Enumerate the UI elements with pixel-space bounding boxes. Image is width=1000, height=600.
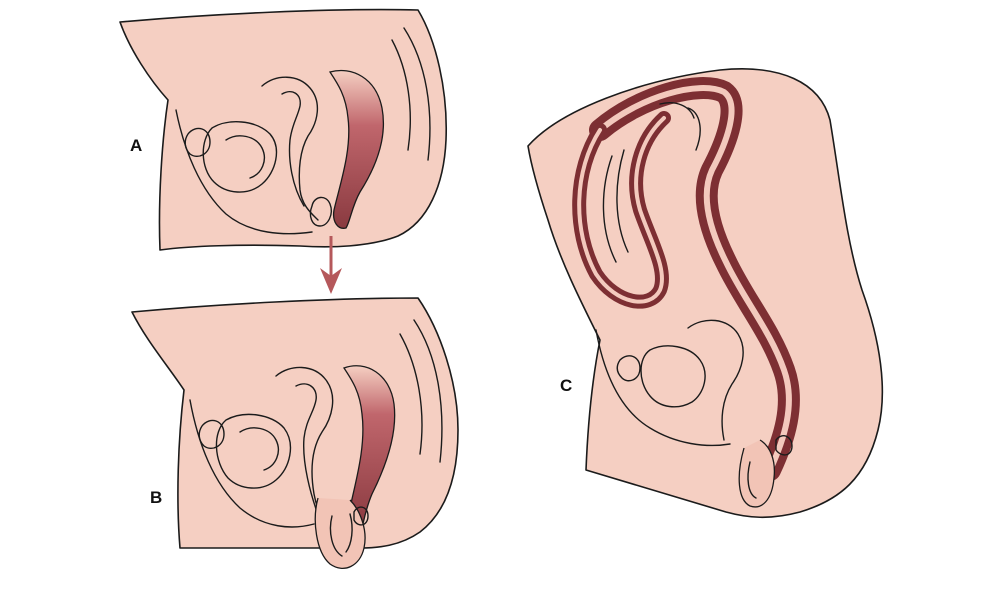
panel-c-perineum xyxy=(775,435,793,456)
panel-c-label: C xyxy=(560,376,573,395)
panel-a-illustration xyxy=(119,8,448,251)
panel-b-perineum xyxy=(353,506,369,526)
panel-a-uterus-inner xyxy=(281,90,305,207)
panel-b-uterus-inner xyxy=(295,383,321,521)
panel-c-pubic-bone xyxy=(616,355,641,382)
panel-a-body-outline xyxy=(119,8,448,251)
panel-b-label: B xyxy=(150,488,163,507)
panel-b-prolapse-pouch xyxy=(314,497,366,569)
panel-c-pouch-fold xyxy=(747,461,757,499)
panel-c-prolapse-pouch xyxy=(738,439,776,508)
panel-b-back-contour xyxy=(399,319,443,463)
panel-c-colon-outer-lumen xyxy=(597,85,792,473)
panel-c-uterus xyxy=(687,319,744,441)
panel-c-body-outline xyxy=(527,68,884,519)
panel-a-uterus xyxy=(261,76,319,221)
panel-a-front-contour xyxy=(175,109,313,235)
panel-c-bladder xyxy=(640,345,706,408)
panel-c-colon-fold-2 xyxy=(659,102,701,151)
panel-a-perineum xyxy=(309,196,332,227)
panel-a-rectum xyxy=(328,70,385,229)
panel-a-back-contour xyxy=(391,27,431,161)
panel-c-front-contour xyxy=(595,329,731,447)
panel-b-body-outline xyxy=(131,297,459,549)
panel-c-colon-inner-lumen xyxy=(577,116,666,304)
panel-a-bladder xyxy=(202,121,278,193)
panel-b-illustration xyxy=(131,297,459,569)
panel-b-pouch-fold xyxy=(329,513,353,557)
panel-c-illustration xyxy=(527,68,884,519)
panel-a-bladder-inner xyxy=(225,135,266,179)
panel-b-front-contour xyxy=(189,399,315,528)
down-arrow xyxy=(320,236,342,294)
panel-b-bladder xyxy=(215,413,292,489)
panel-c-colon-fold-1 xyxy=(602,149,629,263)
panel-a-label: A xyxy=(130,136,143,155)
panel-b-bladder-inner xyxy=(239,427,280,471)
